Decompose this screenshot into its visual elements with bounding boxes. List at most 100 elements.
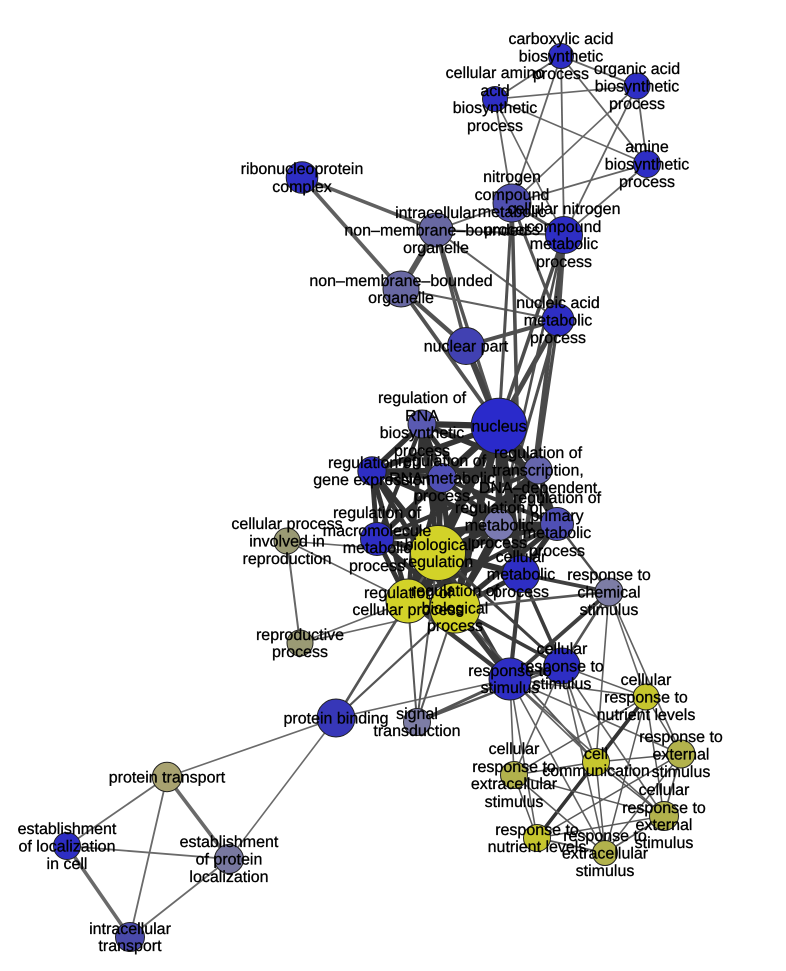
svg-text:regulation of: regulation of <box>411 583 500 600</box>
svg-text:signal: signal <box>396 706 438 723</box>
svg-text:response to: response to <box>520 659 604 676</box>
svg-text:extracellular: extracellular <box>471 776 558 793</box>
svg-text:process: process <box>609 96 665 113</box>
svg-text:process: process <box>619 174 675 191</box>
svg-text:response to: response to <box>563 828 647 845</box>
svg-text:process: process <box>467 118 523 135</box>
svg-text:acid: acid <box>480 83 509 100</box>
svg-text:establishment: establishment <box>18 821 117 838</box>
svg-text:ribonucleoprotein: ribonucleoprotein <box>241 161 364 178</box>
svg-text:intracellular: intracellular <box>89 921 171 938</box>
svg-text:metabolic: metabolic <box>530 236 598 253</box>
svg-text:response to: response to <box>495 822 579 839</box>
svg-text:complex: complex <box>272 179 332 196</box>
svg-text:nucleus: nucleus <box>471 419 526 436</box>
svg-text:extracellular: extracellular <box>562 846 649 863</box>
svg-text:compound: compound <box>527 219 602 236</box>
svg-text:cellular process: cellular process <box>352 602 463 619</box>
svg-text:amine: amine <box>625 139 669 156</box>
svg-text:cellular: cellular <box>489 741 540 758</box>
svg-text:communication: communication <box>542 763 650 780</box>
svg-text:primary: primary <box>530 508 583 525</box>
svg-text:process: process <box>414 488 470 505</box>
svg-text:RNA metabolic: RNA metabolic <box>389 471 495 488</box>
svg-text:compound: compound <box>475 187 550 204</box>
svg-text:nutrient levels: nutrient levels <box>597 707 696 724</box>
svg-text:cellular: cellular <box>621 672 672 689</box>
svg-text:regulation of: regulation of <box>494 445 583 462</box>
svg-text:non–membrane–bounded: non–membrane–bounded <box>309 273 492 290</box>
svg-text:in cell: in cell <box>47 856 88 873</box>
svg-text:cellular: cellular <box>496 549 547 566</box>
svg-text:stimulus: stimulus <box>485 794 544 811</box>
svg-text:localization: localization <box>189 869 268 886</box>
svg-text:metabolic: metabolic <box>343 540 411 557</box>
svg-text:reproductive: reproductive <box>256 627 344 644</box>
svg-text:response to: response to <box>604 690 688 707</box>
svg-text:intracellular: intracellular <box>395 205 477 222</box>
svg-text:non–membrane–bounded: non–membrane–bounded <box>344 223 527 240</box>
svg-text:organic acid: organic acid <box>594 61 680 78</box>
svg-text:response to: response to <box>472 759 556 776</box>
svg-text:carboxylic acid: carboxylic acid <box>509 31 614 48</box>
svg-text:response to: response to <box>622 800 706 817</box>
svg-text:metabolic: metabolic <box>487 567 555 584</box>
svg-text:process: process <box>484 222 540 239</box>
svg-text:cellular: cellular <box>537 641 588 658</box>
svg-text:response to: response to <box>567 567 651 584</box>
svg-text:of protein: of protein <box>196 852 263 869</box>
svg-text:metabolic: metabolic <box>465 518 533 535</box>
svg-text:reproduction: reproduction <box>243 551 332 568</box>
svg-text:cell: cell <box>584 746 608 763</box>
svg-text:regulation of: regulation of <box>378 390 467 407</box>
svg-text:biosynthetic: biosynthetic <box>519 49 604 66</box>
svg-text:cellular amino: cellular amino <box>446 65 545 82</box>
svg-text:regulation of: regulation of <box>364 585 453 602</box>
svg-text:response to: response to <box>468 663 552 680</box>
svg-text:response to: response to <box>639 729 723 746</box>
svg-text:biosynthetic: biosynthetic <box>595 79 680 96</box>
svg-text:external: external <box>653 747 710 764</box>
svg-text:biological: biological <box>405 537 472 554</box>
svg-text:protein transport: protein transport <box>109 770 226 787</box>
svg-text:of localization: of localization <box>19 839 116 856</box>
svg-text:regulation of: regulation of <box>398 453 487 470</box>
svg-text:nucleic acid: nucleic acid <box>516 295 600 312</box>
svg-text:cellular process: cellular process <box>231 516 342 533</box>
svg-text:process: process <box>493 584 549 601</box>
svg-text:protein binding: protein binding <box>284 711 389 728</box>
svg-text:stimulus: stimulus <box>481 680 540 697</box>
svg-text:metabolic: metabolic <box>523 525 591 542</box>
svg-text:regulation of: regulation of <box>513 490 602 507</box>
svg-text:stimulus: stimulus <box>533 676 592 693</box>
svg-text:process: process <box>427 618 483 635</box>
svg-text:process: process <box>349 558 405 575</box>
svg-text:biological: biological <box>422 601 489 618</box>
svg-text:process: process <box>394 443 450 460</box>
svg-text:nitrogen: nitrogen <box>483 169 541 186</box>
svg-text:DNA–dependent: DNA–dependent <box>479 480 598 497</box>
svg-text:external: external <box>636 817 693 834</box>
svg-text:transport: transport <box>98 938 162 955</box>
svg-text:cellular: cellular <box>639 782 690 799</box>
svg-text:process: process <box>536 254 592 271</box>
svg-text:RNA: RNA <box>405 408 439 425</box>
svg-text:chemical: chemical <box>577 585 640 602</box>
svg-text:process: process <box>471 535 527 552</box>
svg-text:process: process <box>530 330 586 347</box>
svg-text:stimulus: stimulus <box>576 863 635 880</box>
svg-text:process: process <box>529 543 585 560</box>
svg-text:gene expression: gene expression <box>313 472 430 489</box>
svg-text:regulation of: regulation of <box>455 500 544 517</box>
svg-text:involved in: involved in <box>249 534 325 551</box>
svg-text:metabolic: metabolic <box>478 204 546 221</box>
svg-text:transduction: transduction <box>373 723 460 740</box>
svg-text:process: process <box>533 66 589 83</box>
svg-text:cellular nitrogen: cellular nitrogen <box>508 201 621 218</box>
svg-text:nutrient levels: nutrient levels <box>488 839 587 856</box>
svg-text:transcription,: transcription, <box>492 463 584 480</box>
svg-text:stimulus: stimulus <box>580 602 639 619</box>
svg-text:biosynthetic: biosynthetic <box>453 100 538 117</box>
svg-text:organelle: organelle <box>403 240 469 257</box>
svg-text:metabolic: metabolic <box>524 313 592 330</box>
